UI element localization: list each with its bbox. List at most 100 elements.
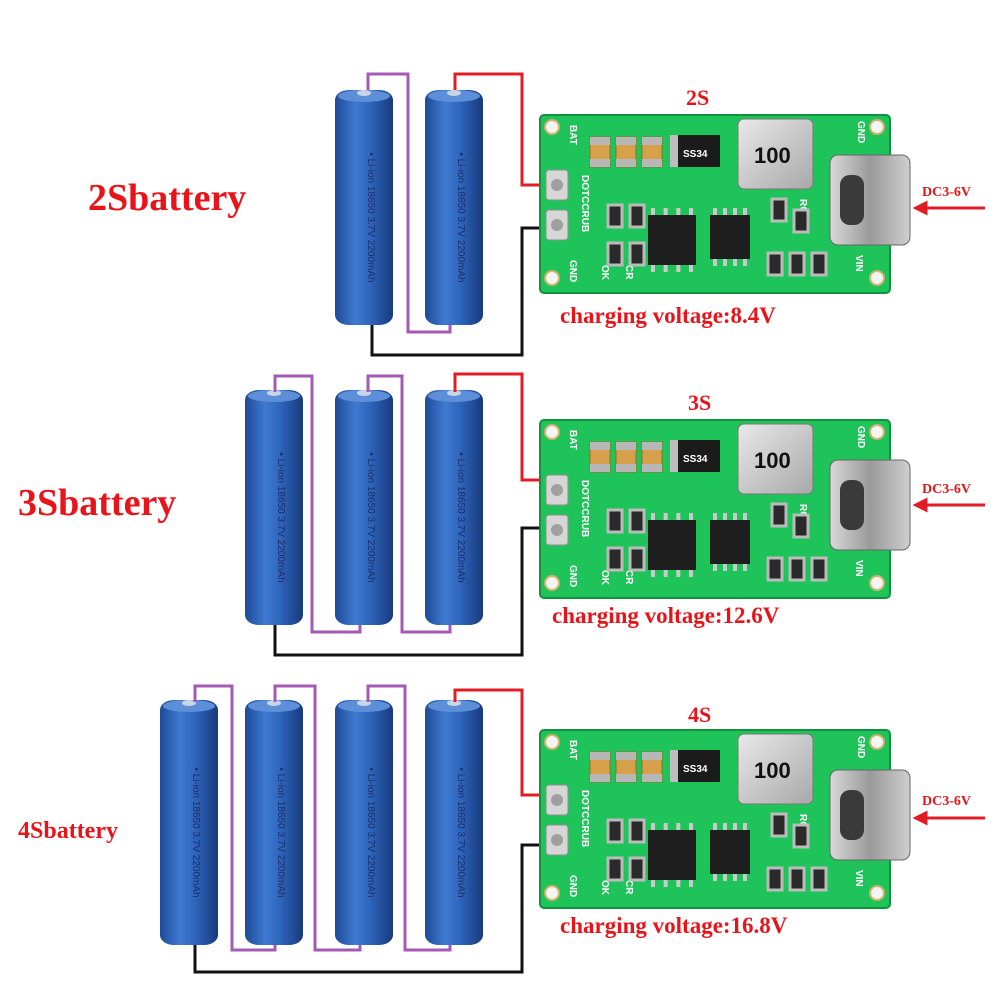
- charging-voltage: charging voltage:8.4V: [560, 303, 776, 328]
- resistor: [810, 866, 828, 892]
- mounting-hole: [869, 575, 885, 591]
- negative-wire: [193, 843, 540, 974]
- cell-label: • Li-ion 18650 3.7V 2200mAh: [365, 452, 376, 582]
- capacitor-terminal: [642, 442, 662, 450]
- inductor-label: 100: [754, 448, 791, 473]
- ic-pin: [713, 259, 717, 266]
- battery-cell: • Li-ion 18650 3.7V 2200mAh: [160, 700, 218, 945]
- resistor: [788, 866, 806, 892]
- ic-chip: [648, 830, 696, 880]
- ic-pin: [663, 880, 668, 887]
- battery-cell: • Li-ion 18650 3.7V 2200mAh: [335, 700, 393, 945]
- resistor: [628, 818, 646, 844]
- silk-gnd: GND: [567, 565, 578, 587]
- capacitor-terminal: [590, 774, 610, 782]
- cell-body: [335, 390, 393, 625]
- capacitor-terminal: [616, 137, 636, 145]
- resistor: [628, 203, 646, 229]
- section-4s: 4Sbattery • Li-ion 18650 3.7V 2200mAh • L…: [18, 684, 985, 974]
- input-voltage-label: DC3-6V: [922, 185, 971, 200]
- resistor: [628, 508, 646, 534]
- ic-pin: [651, 823, 655, 830]
- diode-band: [670, 750, 678, 782]
- charger-board: BATGNDDOTCCRUBOKCRRCSVINGNDSS34100: [539, 419, 911, 599]
- diode-band: [670, 440, 678, 472]
- resistor: [788, 556, 806, 582]
- ic-pin: [713, 874, 717, 881]
- ic-pin: [713, 823, 717, 830]
- capacitor-terminal: [590, 159, 610, 167]
- section-3s: 3Sbattery • Li-ion 18650 3.7V 2200mAh• L…: [18, 372, 985, 657]
- capacitor-terminal: [590, 137, 610, 145]
- mounting-hole: [544, 119, 560, 135]
- cell-body: [160, 700, 218, 945]
- diode-label: SS34: [683, 454, 708, 465]
- ic-pin: [663, 513, 668, 520]
- cell-label: • Li-ion 18650 3.7V 2200mAh: [455, 152, 466, 282]
- resistor: [792, 208, 810, 234]
- battery-label: 4Sbattery: [18, 818, 118, 844]
- series-link-wire: [366, 374, 452, 634]
- battery-cell: • Li-ion 18650 3.7V 2200mAh: [425, 90, 483, 325]
- ic-pin: [676, 570, 681, 577]
- ic-pin: [663, 208, 668, 215]
- ic-pin: [743, 259, 747, 266]
- cell-label: • Li-ion 18650 3.7V 2200mAh: [455, 767, 466, 897]
- mounting-hole: [544, 424, 560, 440]
- diode-label: SS34: [683, 764, 708, 775]
- capacitor-terminal: [642, 752, 662, 760]
- cell-body: [245, 700, 303, 945]
- silk-ok: OK: [599, 880, 610, 896]
- cell-body: [335, 700, 393, 945]
- resistor: [810, 556, 828, 582]
- capacitor-terminal: [642, 137, 662, 145]
- resistor: [606, 546, 624, 572]
- capacitor-terminal: [590, 464, 610, 472]
- diode: [670, 135, 720, 167]
- mounting-hole: [544, 270, 560, 286]
- silk-cr: CR: [623, 880, 634, 895]
- ic-pin: [689, 265, 693, 272]
- ic-pin: [663, 570, 668, 577]
- resistor: [628, 241, 646, 267]
- ic-pin: [713, 564, 717, 571]
- capacitor-terminal: [616, 774, 636, 782]
- mounting-hole: [869, 885, 885, 901]
- cell-label: • Li-ion 18650 3.7V 2200mAh: [275, 767, 286, 897]
- ic-pin: [723, 513, 727, 520]
- silk-gnd-in: GND: [855, 736, 866, 758]
- cell-label: • Li-ion 18650 3.7V 2200mAh: [190, 767, 201, 897]
- ic-pin: [743, 823, 747, 830]
- silk-dot: DOTCCRUB: [579, 175, 590, 232]
- capacitor-terminal: [642, 159, 662, 167]
- ic-pin: [689, 208, 693, 215]
- battery-pack: • Li-ion 18650 3.7V 2200mAh• Li-ion 1865…: [245, 390, 483, 625]
- usb-c-opening: [840, 790, 864, 840]
- silk-bat: BAT: [567, 125, 578, 145]
- cell-label: • Li-ion 18650 3.7V 2200mAh: [365, 152, 376, 282]
- section-2s: 2Sbattery • Li-ion 18650 3.7V 2200mAh• L…: [88, 72, 985, 357]
- charging-voltage: charging voltage:16.8V: [560, 913, 788, 938]
- mounting-hole: [544, 734, 560, 750]
- capacitor-terminal: [616, 159, 636, 167]
- silk-dot: DOTCCRUB: [579, 480, 590, 537]
- ic-chip: [648, 520, 696, 570]
- resistor: [788, 251, 806, 277]
- mounting-hole: [869, 424, 885, 440]
- ic-pin: [723, 259, 727, 266]
- resistor: [766, 556, 784, 582]
- ic-pin: [689, 823, 693, 830]
- ic-pin: [713, 208, 717, 215]
- diode-band: [670, 135, 678, 167]
- silk-ok: OK: [599, 570, 610, 586]
- ic-pin: [743, 874, 747, 881]
- series-link-wire: [273, 374, 362, 634]
- ic-pin: [651, 265, 655, 272]
- ic-pin: [743, 513, 747, 520]
- cell-label: • Li-ion 18650 3.7V 2200mAh: [365, 767, 376, 897]
- ic-pin: [723, 564, 727, 571]
- ic-pin: [651, 208, 655, 215]
- pad-hole: [551, 794, 563, 806]
- mounting-hole: [869, 734, 885, 750]
